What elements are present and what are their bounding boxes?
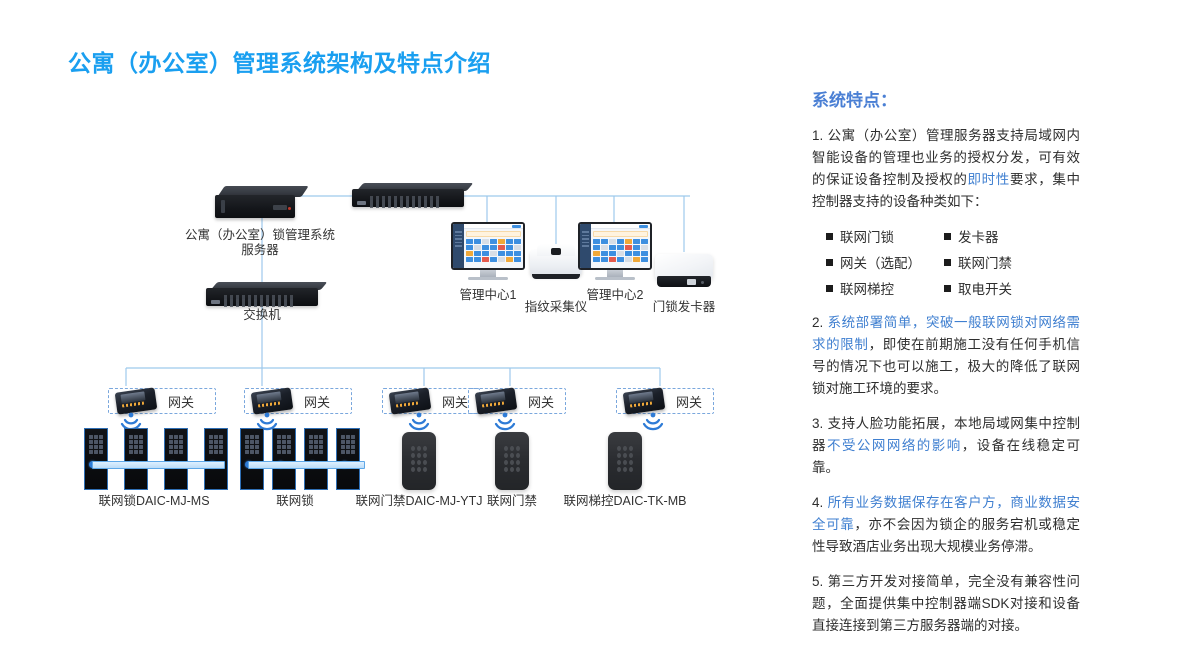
lock-handle-bar bbox=[92, 461, 225, 469]
device-type-0: 联网门锁 bbox=[826, 226, 944, 246]
access-control-pad-2[interactable] bbox=[495, 432, 529, 490]
gateway-label: 网关 bbox=[676, 395, 703, 410]
feature-item-5: 5. 第三方开发对接简单，完全没有兼容性问题，全面提供集中控制器端SDK对接和设… bbox=[812, 571, 1080, 637]
networked-lock[interactable] bbox=[240, 428, 264, 490]
gateway-dashed-border bbox=[244, 388, 352, 414]
device-type-5: 取电开关 bbox=[944, 278, 1080, 298]
feature-3-seg-highlight: 不受公网网络的影响 bbox=[826, 438, 962, 453]
system-features-title: 系统特点： bbox=[812, 91, 897, 110]
card-issuer-icon bbox=[655, 252, 713, 292]
feature-5-number: 5. bbox=[812, 574, 824, 589]
device-type-1: 发卡器 bbox=[944, 226, 1080, 246]
device-type-2: 网关（选配） bbox=[826, 252, 944, 272]
feature-3-seg-a: 支持人脸功能拓展，本地局域网集中控制器 bbox=[812, 416, 1080, 453]
device-type-3: 联网门禁 bbox=[944, 252, 1080, 272]
monitor-icon bbox=[578, 222, 652, 284]
feature-3-seg-b: ，设备在线稳定可靠。 bbox=[812, 438, 1081, 475]
feature-1-number: 1. bbox=[812, 128, 824, 143]
feature-item-4: 4. 所有业务数据保存在客户方，商业数据安全可靠，亦不会因为锁企的服务宕机或稳定… bbox=[812, 492, 1080, 558]
wifi-signal-icon bbox=[406, 412, 432, 432]
node-fingerprint-collector-label: 指纹采集仪 bbox=[524, 300, 588, 314]
node-management-center-2-label: 管理中心2 bbox=[586, 288, 644, 302]
gateway-dashed-border bbox=[616, 388, 714, 414]
rack-switch-icon bbox=[352, 183, 474, 213]
gateway-dashed-border bbox=[108, 388, 216, 414]
networked-lock[interactable] bbox=[272, 428, 296, 490]
feature-1-seg-b: 要求，集中控制器支持的设备种类如下： bbox=[812, 172, 1081, 209]
device-type-4: 联网梯控 bbox=[826, 278, 944, 298]
feature-4-seg-highlight: 所有业务数据保存在客户方，商业数据安全可靠 bbox=[812, 495, 1080, 532]
fingerprint-reader-icon bbox=[530, 244, 582, 282]
elevator-control-pad[interactable] bbox=[608, 432, 642, 490]
wifi-signal-icon bbox=[640, 412, 666, 432]
feature-item-2: 2. 系统部署简单，突破一般联网锁对网络需求的限制，即使在前期施工没有任何手机信… bbox=[812, 312, 1080, 400]
gateway-label: 网关 bbox=[528, 395, 555, 410]
feature-4-seg-b: ，亦不会因为锁企的服务宕机或稳定性导致酒店业务出现大规模业务停滞。 bbox=[812, 517, 1081, 554]
node-core-switch-label: 交换机 bbox=[243, 308, 281, 322]
gateway-label: 网关 bbox=[304, 395, 331, 410]
device-label-elevator: 联网梯控DAIC-TK-MB bbox=[563, 494, 687, 508]
feature-3-number: 3. bbox=[812, 416, 824, 431]
diagram-connector-lines bbox=[125, 195, 690, 386]
feature-1-seg-a: 公寓（办公室）管理服务器支持局域网内智能设备的管理也业务的授权分发，可有效的保证… bbox=[812, 128, 1080, 187]
feature-4-number: 4. bbox=[812, 495, 824, 510]
device-label-lock-group-2: 联网锁 bbox=[276, 494, 314, 508]
networked-lock[interactable] bbox=[204, 428, 228, 490]
networked-lock[interactable] bbox=[164, 428, 188, 490]
system-features-panel: 系统特点： 1. 公寓（办公室）管理服务器支持局域网内智能设备的管理也业务的授权… bbox=[812, 86, 1080, 650]
feature-item-1: 1. 公寓（办公室）管理服务器支持局域网内智能设备的管理也业务的授权分发，可有效… bbox=[812, 125, 1080, 213]
node-management-center-1-label: 管理中心1 bbox=[459, 288, 517, 302]
feature-5-seg-a: 第三方开发对接简单，完全没有兼容性问题，全面提供集中控制器端SDK对接和设备直接… bbox=[812, 574, 1080, 633]
page-title: 公寓（办公室）管理系统架构及特点介绍 bbox=[68, 50, 491, 76]
device-type-list: 联网门锁 发卡器 网关（选配） 联网门禁 联网梯控 取电开关 bbox=[826, 226, 1080, 298]
device-label-access-1: 联网门禁DAIC-MJ-YTJ bbox=[355, 494, 483, 508]
feature-1-seg-highlight: 即时性 bbox=[967, 172, 1010, 187]
feature-item-3: 3. 支持人脸功能拓展，本地局域网集中控制器不受公网网络的影响，设备在线稳定可靠… bbox=[812, 413, 1080, 479]
wifi-signal-icon bbox=[492, 412, 518, 432]
feature-2-seg-b: ，即使在前期施工没有任何手机信号的情况下也可以施工，极大的降低了联网锁对施工环境… bbox=[812, 337, 1081, 396]
access-control-pad-1[interactable] bbox=[402, 432, 436, 490]
monitor-icon bbox=[451, 222, 525, 284]
node-management-server-label: 公寓（办公室）锁管理系统 服务器 bbox=[160, 228, 360, 258]
networked-lock[interactable] bbox=[124, 428, 148, 490]
feature-2-seg-highlight: 系统部署简单，突破一般联网锁对网络需求的限制 bbox=[812, 315, 1080, 352]
lock-handle-bar bbox=[248, 461, 365, 469]
device-label-lock-group-1: 联网锁DAIC-MJ-MS bbox=[98, 494, 210, 508]
server-label-line2: 服务器 bbox=[241, 243, 279, 257]
device-label-access-2: 联网门禁 bbox=[486, 494, 537, 508]
networked-lock[interactable] bbox=[304, 428, 328, 490]
gateway-label: 网关 bbox=[168, 395, 195, 410]
core-switch-icon bbox=[206, 282, 328, 312]
architecture-diagram: 公寓（办公室）锁管理系统 服务器 交换机 bbox=[84, 183, 716, 508]
wifi-signal-icon bbox=[254, 412, 280, 432]
server-icon bbox=[215, 186, 309, 222]
feature-2-number: 2. bbox=[812, 315, 824, 330]
gateway-label: 网关 bbox=[442, 395, 469, 410]
networked-lock[interactable] bbox=[336, 428, 360, 490]
networked-lock[interactable] bbox=[84, 428, 108, 490]
node-card-issuer-label: 门锁发卡器 bbox=[652, 300, 716, 314]
server-label-line1: 公寓（办公室）锁管理系统 bbox=[184, 228, 335, 242]
gateway-dashed-border bbox=[468, 388, 566, 414]
